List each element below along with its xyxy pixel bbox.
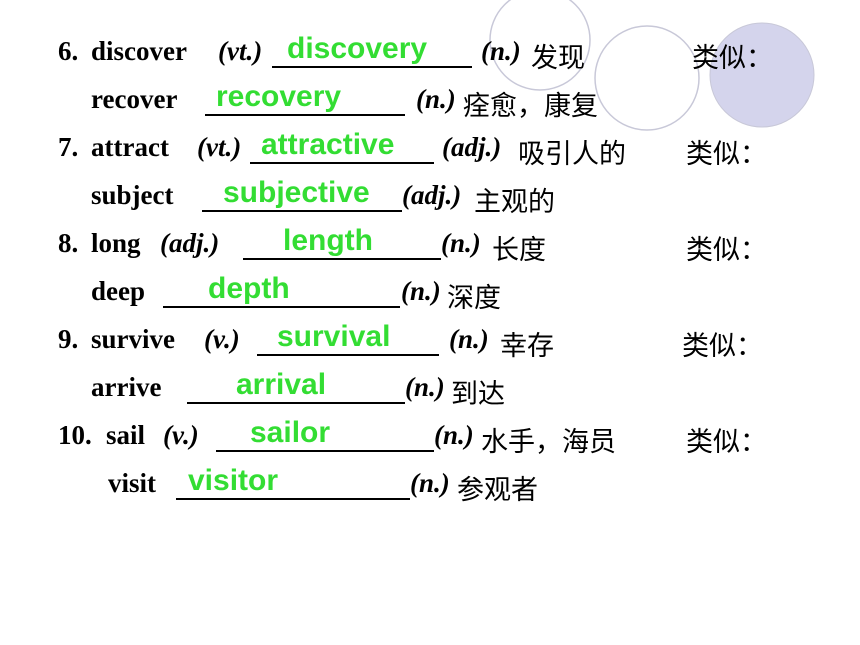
meaning: 到达 [451, 379, 505, 410]
similar-label: 类似： [692, 43, 773, 74]
base-word: deep [91, 276, 145, 306]
answer-blank [250, 162, 434, 164]
meaning: 发现 [531, 43, 585, 74]
base-word: arrive [91, 372, 162, 402]
answer-blank [202, 210, 402, 212]
base-word: attract [91, 132, 169, 162]
target-pos: (n.) [449, 324, 489, 354]
base-pos: (adj.) [160, 228, 220, 258]
base-pos: (vt.) [218, 36, 263, 66]
target-pos: (n.) [441, 228, 481, 258]
answer-blank [176, 498, 410, 500]
meaning: 吸引人的 [518, 139, 626, 170]
answer-text: length [283, 224, 373, 257]
meaning: 长度 [492, 235, 546, 266]
target-pos: (adj.) [442, 132, 502, 162]
base-pos: (v.) [163, 420, 199, 450]
deco-circle [709, 22, 815, 128]
answer-text: discovery [287, 32, 428, 65]
similar-label: 类似： [686, 427, 767, 458]
base-word: visit [108, 468, 157, 498]
base-word: sail [106, 420, 146, 450]
base-word: discover [91, 36, 187, 66]
answer-blank [243, 258, 441, 260]
item-number: 10. [58, 420, 92, 450]
answer-text: attractive [261, 128, 395, 161]
similar-label: 类似： [682, 331, 763, 362]
similar-label: 类似： [686, 235, 767, 266]
deco-circle [489, 0, 591, 91]
base-word: survive [91, 324, 175, 354]
answer-blank [272, 66, 472, 68]
base-word: long [91, 228, 141, 258]
meaning: 参观者 [457, 475, 538, 506]
answer-text: depth [208, 272, 290, 305]
target-pos: (n.) [434, 420, 474, 450]
meaning: 水手，海员 [481, 427, 616, 458]
item-number: 8. [58, 228, 79, 258]
target-pos: (n.) [481, 36, 521, 66]
similar-label: 类似： [686, 139, 767, 170]
answer-text: subjective [223, 176, 370, 209]
answer-blank [205, 114, 405, 116]
item-number: 6. [58, 36, 79, 66]
answer-text: survival [277, 320, 391, 353]
answer-blank [257, 354, 439, 356]
item-number: 7. [58, 132, 79, 162]
meaning: 幸存 [500, 331, 554, 362]
answer-text: sailor [250, 416, 331, 449]
base-word: subject [91, 180, 174, 210]
base-pos: (v.) [204, 324, 240, 354]
item-number: 9. [58, 324, 79, 354]
target-pos: (n.) [401, 276, 441, 306]
target-pos: (n.) [410, 468, 450, 498]
base-word: recover [91, 84, 178, 114]
answer-blank [163, 306, 400, 308]
deco-circle [594, 25, 700, 131]
answer-text: recovery [216, 80, 342, 113]
answer-blank [216, 450, 434, 452]
answer-text: arrival [236, 368, 327, 401]
meaning: 深度 [447, 283, 501, 314]
target-pos: (adj.) [402, 180, 462, 210]
base-pos: (vt.) [197, 132, 242, 162]
meaning: 痊愈，康复 [463, 91, 598, 122]
answer-blank [187, 402, 405, 404]
answer-text: visitor [188, 464, 279, 497]
target-pos: (n.) [405, 372, 445, 402]
meaning: 主观的 [474, 187, 555, 218]
target-pos: (n.) [416, 84, 456, 114]
